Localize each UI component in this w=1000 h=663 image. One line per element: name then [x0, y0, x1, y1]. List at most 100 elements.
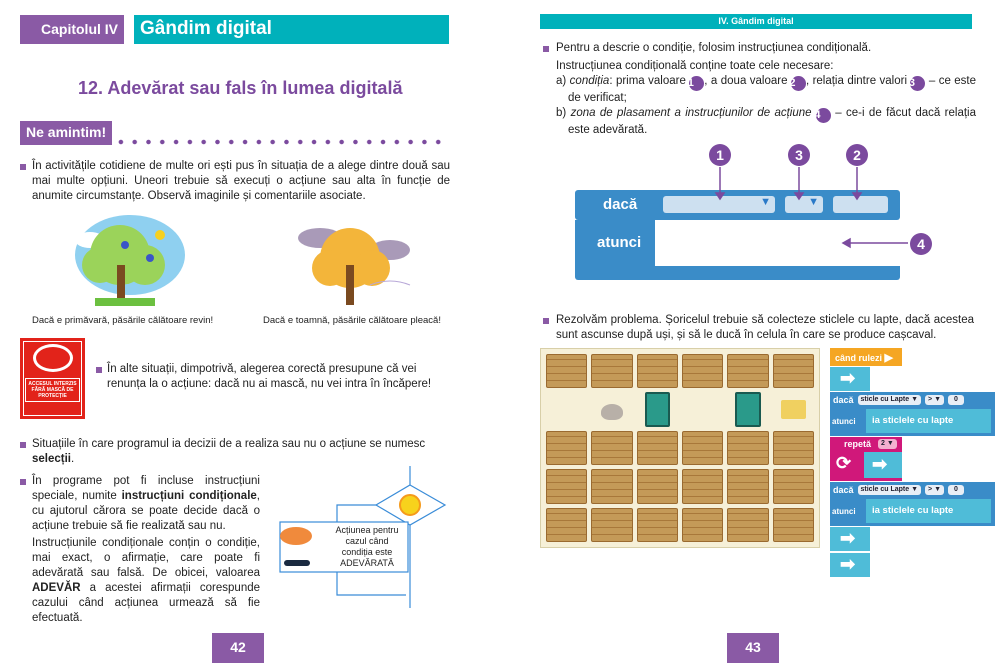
- wall-tile: [546, 469, 588, 504]
- paragraph-problem: Rezolvăm problema. Șoricelul trebuie să …: [556, 314, 974, 341]
- caption-autumn: Dacă e toamnă, păsările călătoare pleacă…: [263, 315, 441, 326]
- wall-tile: [591, 354, 633, 389]
- spring-tree-illustration: [75, 215, 185, 306]
- second-value-slot: [833, 196, 888, 213]
- repeat-label: repetă: [844, 439, 872, 449]
- bullet-icon: [96, 367, 102, 373]
- text: sticle cu Lapte: [860, 396, 910, 403]
- caption-spring: Dacă e primăvară, păsările călătoare rev…: [32, 315, 214, 326]
- wall-tile: [636, 507, 678, 542]
- move-block[interactable]: ➡: [830, 367, 870, 391]
- chapter-title: Gândim digital: [134, 15, 449, 44]
- conditional-block-diagram: dacă atunci ▼ ▼: [575, 190, 900, 280]
- if-block-2[interactable]: dacă sticle cu Lapte ▼ > ▼ 0 atunci ia s…: [830, 482, 995, 526]
- dotted-divider: [114, 139, 449, 145]
- move-block[interactable]: ➡: [830, 553, 870, 577]
- text: condiția: [569, 75, 610, 87]
- bullet-icon: [20, 479, 26, 485]
- mask-sign-illustration: ACCESUL INTERZIS FĂRĂ MASCĂ DE PROTECȚIE: [20, 338, 85, 419]
- floor-cell: [546, 392, 587, 426]
- flowchart-action-box: Acțiunea pentru cazul când condiția este…: [335, 525, 399, 568]
- wall-tile: [591, 430, 633, 466]
- marker-1-callout: 1: [709, 144, 731, 166]
- operator-dropdown[interactable]: > ▼: [925, 485, 944, 495]
- arrow-right-icon: ➡: [872, 454, 888, 474]
- text: .: [71, 453, 75, 465]
- arrow-right-icon: ➡: [840, 528, 856, 548]
- wall-tile: [546, 354, 588, 389]
- marker-3: 3: [909, 76, 926, 91]
- wall-tile: [636, 469, 678, 504]
- wall-tile: [727, 354, 769, 389]
- bullet-icon: [543, 318, 549, 324]
- if-label: dacă: [833, 485, 854, 495]
- text: 2: [881, 440, 885, 447]
- text: – ce-i de făcut dacă relația este adevăr…: [568, 107, 976, 136]
- keyword-true: ADEVĂR: [32, 582, 81, 594]
- arrow-right-icon: ➡: [840, 368, 856, 388]
- paragraph-describe: Pentru a descrie o condiție, folosim ins…: [556, 41, 976, 138]
- text: În programe pot fi incluse instrucțiuni …: [32, 475, 260, 502]
- text: : prima valoare: [609, 75, 690, 87]
- value-field[interactable]: 0: [948, 395, 964, 405]
- marker-2-callout: 2: [846, 144, 868, 166]
- marker-4: 4: [814, 108, 831, 123]
- bullet-icon: [20, 442, 26, 448]
- bullet-icon: [543, 46, 549, 52]
- variable-dropdown[interactable]: sticle cu Lapte ▼: [857, 395, 922, 405]
- wall-tile: [681, 430, 724, 466]
- text: >: [928, 396, 933, 403]
- take-bottles-block[interactable]: ia sticlele cu lapte: [866, 409, 991, 433]
- if-block-1[interactable]: dacă sticle cu Lapte ▼ > ▼ 0 atunci ia s…: [830, 392, 995, 436]
- wall-tile: [636, 354, 678, 389]
- text: a acestei afirmații corespunde cazului c…: [32, 582, 260, 624]
- wall-tile: [727, 430, 769, 466]
- paragraph-conditional: În programe pot fi incluse instrucțiuni …: [32, 474, 260, 534]
- take-bottles-block[interactable]: ia sticlele cu lapte: [866, 499, 991, 523]
- wall-tile: [772, 507, 814, 542]
- mouse-cell: [591, 392, 632, 426]
- wall-tile: [546, 430, 588, 466]
- text: Instrucțiunile condiționale conțin o con…: [32, 537, 260, 579]
- then-label: atunci: [597, 234, 642, 251]
- text: b): [556, 107, 571, 119]
- floor-cell: [682, 392, 723, 426]
- bullet-icon: [20, 164, 26, 170]
- marker-3-callout: 3: [788, 144, 810, 166]
- autumn-tree-illustration: [298, 228, 411, 305]
- mouse-icon: [600, 404, 623, 421]
- wall-tile: [681, 507, 724, 542]
- variable-dropdown[interactable]: sticle cu Lapte ▼: [857, 485, 922, 495]
- marker-1: 1: [688, 76, 705, 91]
- then-label: atunci: [832, 507, 856, 516]
- value-field[interactable]: 0: [948, 485, 964, 495]
- marker-2: 2: [789, 76, 806, 91]
- text: sticle cu Lapte: [860, 486, 910, 493]
- conditional-text-column: În programe pot fi incluse instrucțiuni …: [32, 474, 260, 626]
- item-b: b) zona de plasament a instrucțiunilor d…: [556, 106, 976, 138]
- block-body: [575, 220, 655, 266]
- move-block[interactable]: ➡: [864, 452, 902, 478]
- wall-tile: [727, 507, 769, 542]
- wall-tile: [591, 507, 633, 542]
- text: , cu ajutorul cărora se poate decide dac…: [32, 490, 260, 532]
- when-run-block[interactable]: când rulezi ▶: [830, 348, 902, 366]
- arrow-right-icon: ➡: [840, 554, 856, 574]
- play-icon: ▶: [884, 352, 893, 364]
- if-condition-row: dacă sticle cu Lapte ▼ > ▼ 0: [833, 395, 992, 405]
- cheese-cell: [780, 400, 806, 419]
- text: a): [556, 75, 570, 87]
- wall-tile: [727, 469, 769, 504]
- operator-dropdown[interactable]: > ▼: [925, 395, 944, 405]
- repeat-block[interactable]: repetă 2 ▼ ⟳ ➡: [830, 437, 902, 481]
- wall-tile: [636, 430, 678, 466]
- marker-4-callout: 4: [910, 233, 932, 255]
- move-block[interactable]: ➡: [830, 527, 870, 551]
- repeat-count-dropdown[interactable]: 2 ▼: [878, 439, 897, 449]
- running-header: IV. Gândim digital: [540, 14, 972, 29]
- paragraph-mask: În alte situații, dimpotrivă, alegerea c…: [107, 363, 432, 390]
- chapter-label: Capitolul IV: [20, 15, 124, 44]
- paragraph-true-value: Instrucțiunile condiționale conțin o con…: [32, 536, 260, 626]
- lesson-title: 12. Adevărat sau fals în lumea digitală: [78, 78, 403, 98]
- callout-arrows: [714, 167, 908, 249]
